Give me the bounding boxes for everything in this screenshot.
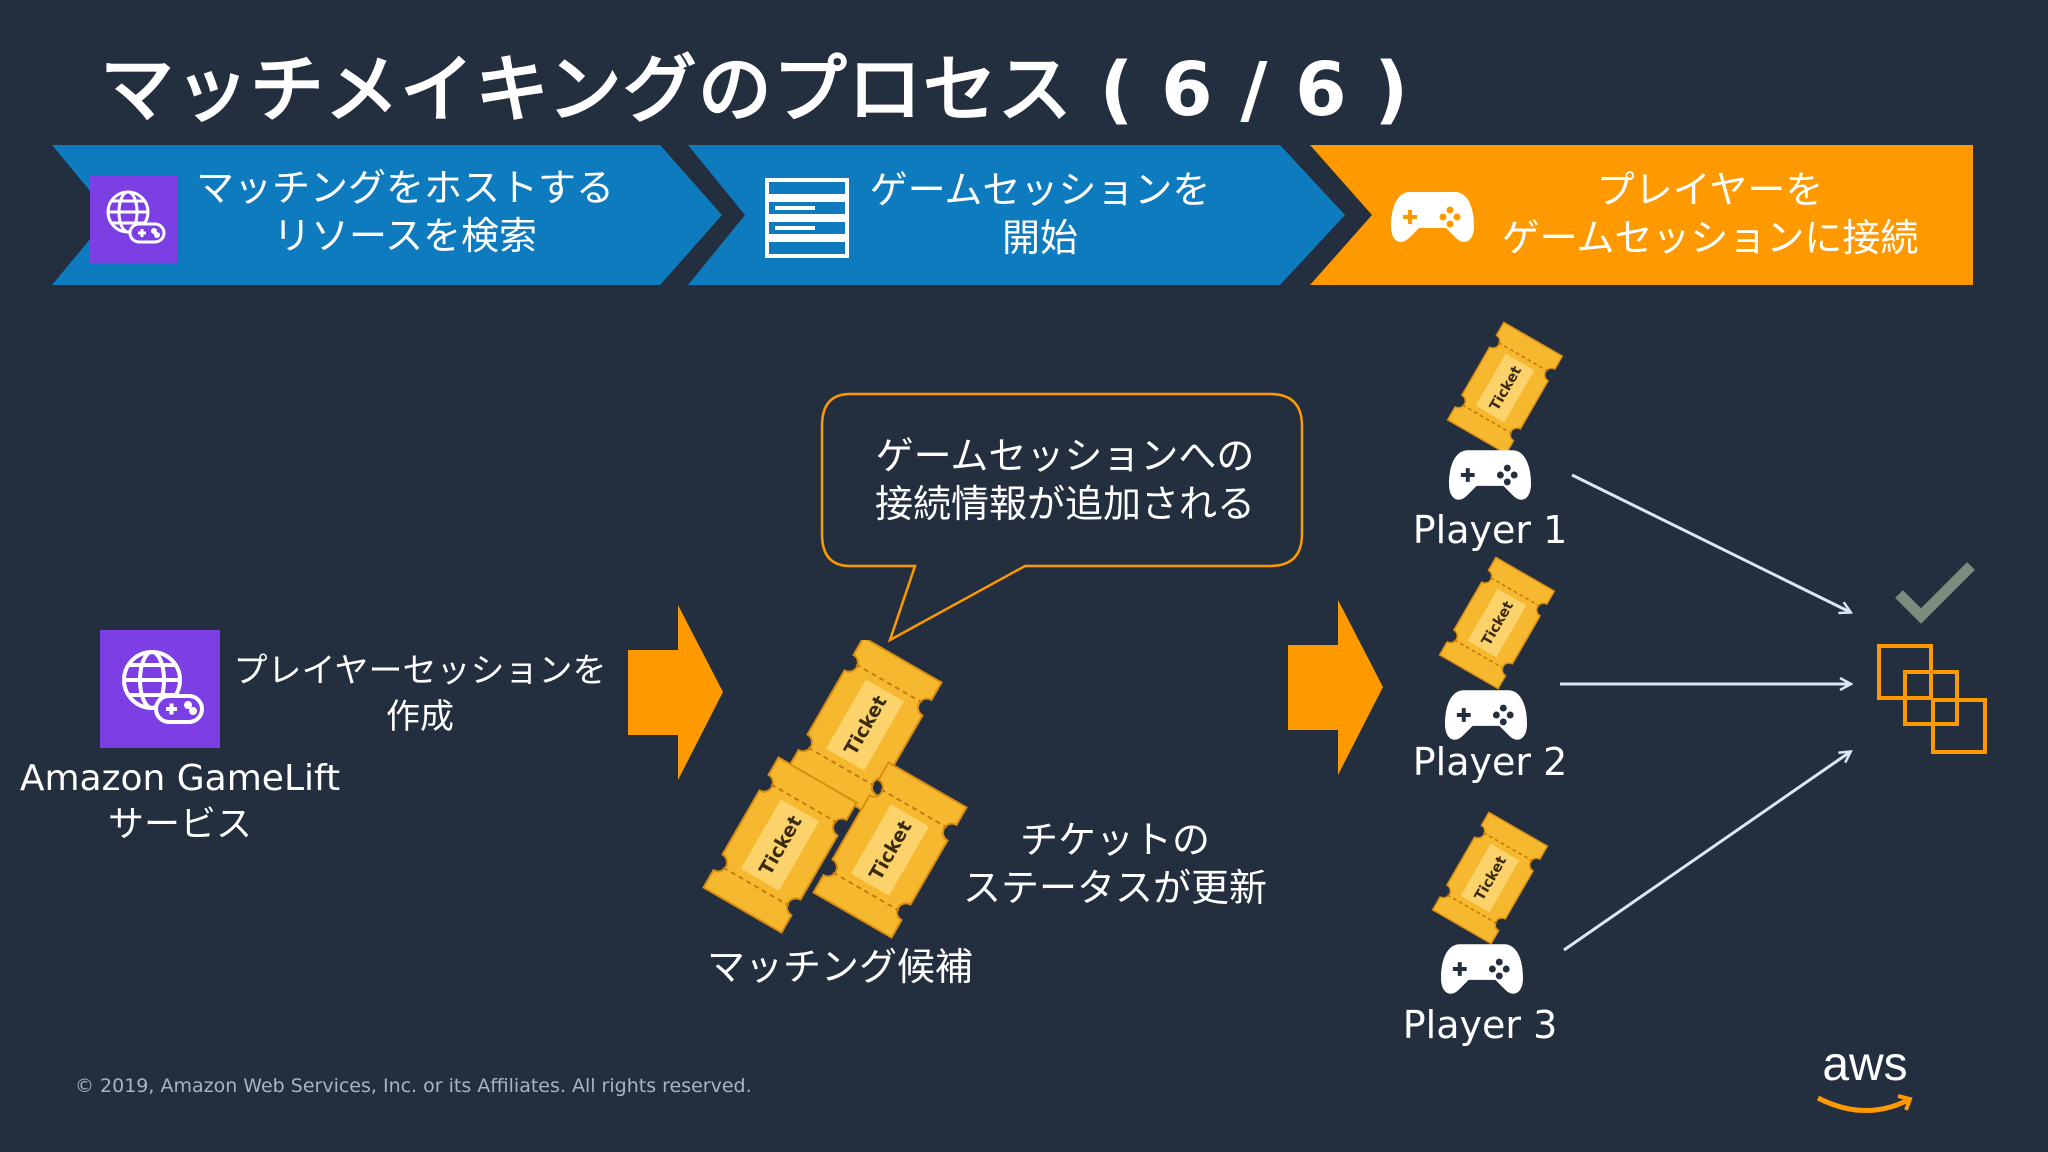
gamelift-service-icon [100,630,220,748]
callout-line1: ゲームセッションへの [875,434,1255,478]
step-2-line1: ゲームセッションを [869,168,1211,212]
service-label: Amazon GameLift サービス [0,756,360,848]
player-2-label: Player 2 [1412,740,1568,784]
step-3-line2: ゲームセッションに接続 [1501,216,1919,260]
player-1-controller-icon [1448,450,1532,500]
ticket-1: Ticket [787,640,943,814]
create-session-label: プレイヤーセッションを 作成 [220,648,620,740]
step-2-label: ゲームセッションを 開始 [860,166,1220,262]
process-steps [52,145,1973,285]
aws-logo-text: aws [1822,1038,1908,1091]
copyright-text: © 2019, Amazon Web Services, Inc. or its… [75,1075,752,1097]
candidates-label: マッチング候補 [706,945,973,989]
step-3-label: プレイヤーを ゲームセッションに接続 [1480,166,1940,262]
server-stack-icon [765,178,849,258]
page-title: マッチメイキングのプロセス ( 6 / 6 ) [100,47,1410,133]
callout-bubble [820,392,1304,643]
create-session-line1: プレイヤーセッションを [233,651,607,691]
status-line2: ステータスが更新 [962,866,1267,910]
callout-line2: 接続情報が追加される [874,482,1255,526]
checkmark-icon [1895,562,1975,624]
connection-arrows [1560,473,1870,952]
ticket-3: Ticket [812,761,968,939]
flow-arrow-1 [628,605,723,780]
step-2-line2: 開始 [1001,216,1078,260]
step-3-chevron [1310,145,1973,285]
status-line1: チケットの [1019,818,1210,862]
aws-logo: aws [1810,1038,1920,1118]
player-2-ticket: Ticket [1438,556,1556,690]
status-label: チケットの ステータスが更新 [940,816,1290,912]
player-1-ticket: Ticket [1446,321,1564,455]
service-subtitle: サービス [107,804,252,845]
gamepad-icon [1391,192,1474,242]
gamelift-icon [90,176,178,264]
arrow-player-1 [1571,473,1850,612]
step-1-line2: リソースを検索 [272,214,538,258]
service-name: Amazon GameLift [19,758,341,799]
step-1-chevron [52,145,722,285]
player-1-label: Player 1 [1412,508,1568,552]
flow-arrow-2 [1288,600,1383,775]
arrow-player-3 [1563,752,1850,952]
player-2-controller-icon [1444,690,1528,740]
step-3-line1: プレイヤーを [1596,168,1824,212]
step-1-label: マッチングをホストする リソースを検索 [185,164,625,260]
aws-smile-icon [1816,1094,1913,1113]
step-2-chevron [688,145,1345,285]
player-3-controller-icon [1440,944,1524,994]
player-3-ticket: Ticket [1431,811,1549,945]
candidate-tickets: Ticket Ticket Ticket [702,640,968,939]
step-1-line1: マッチングをホストする [195,166,614,210]
callout-text: ゲームセッションへの 接続情報が追加される [830,432,1300,528]
ticket-2: Ticket [702,756,858,934]
game-session-instances-icon [1877,644,1987,754]
player-3-label: Player 3 [1402,1003,1558,1047]
create-session-line2: 作成 [386,697,454,737]
